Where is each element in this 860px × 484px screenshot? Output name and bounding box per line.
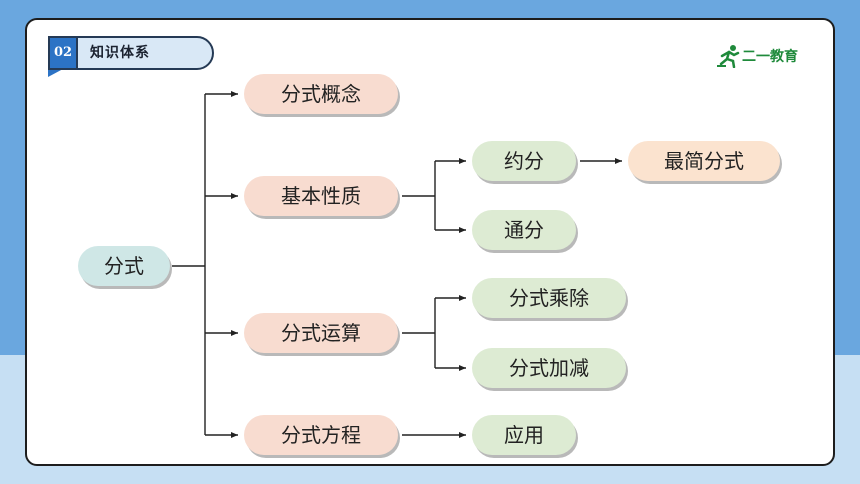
node-basic: 基本性质: [244, 176, 398, 216]
node-add-sub: 分式加减: [472, 348, 626, 388]
section-title-tab: 02 知识体系: [48, 36, 216, 77]
node-common-denominator: 通分: [472, 210, 576, 250]
runner-icon: [717, 45, 740, 69]
node-simplest: 最简分式: [628, 141, 780, 181]
node-reduction: 约分: [472, 141, 576, 181]
brand-logo: 二一教育: [716, 44, 808, 69]
content-card: [25, 18, 835, 466]
node-equation: 分式方程: [244, 415, 398, 455]
section-number-tail: [48, 69, 78, 77]
node-application: 应用: [472, 415, 576, 455]
section-number: 02: [48, 36, 78, 70]
section-title: 知识体系: [90, 45, 150, 61]
node-operation: 分式运算: [244, 313, 398, 353]
node-root: 分式: [78, 246, 170, 286]
node-concept: 分式概念: [244, 74, 398, 114]
logo-text: 二一教育: [742, 49, 798, 65]
node-mul-div: 分式乘除: [472, 278, 626, 318]
